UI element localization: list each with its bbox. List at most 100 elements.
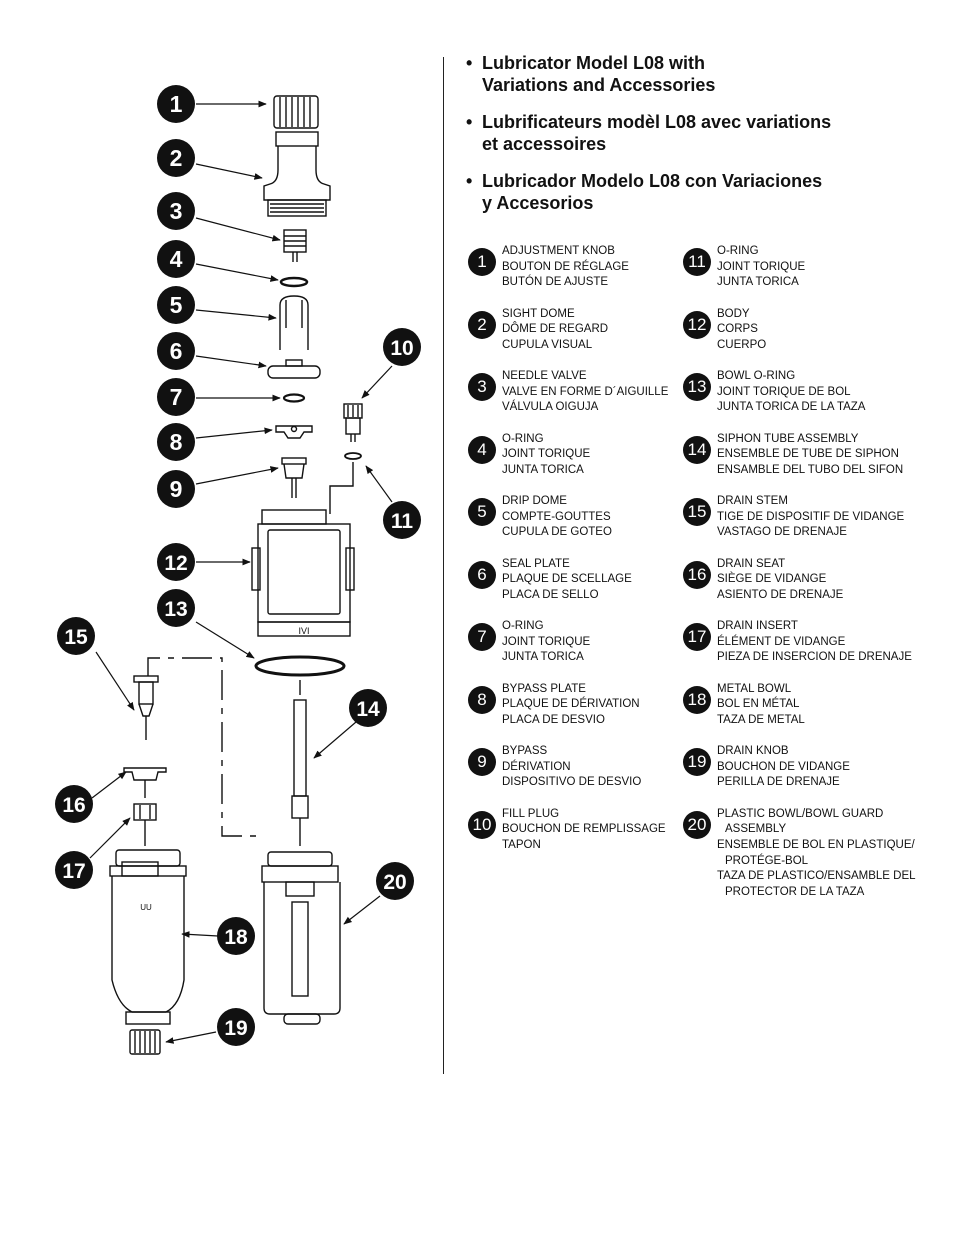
part-description-line: BOUCHON DE REMPLISSAGE <box>502 823 666 836</box>
callout-number: 7 <box>170 384 183 410</box>
callout-circle <box>157 332 195 370</box>
part-drain-knob <box>129 1029 161 1055</box>
callout-circle <box>349 689 387 727</box>
part-description-line: DÉRIVATION <box>502 760 571 773</box>
part-description-line: BODY <box>717 307 750 320</box>
callout-13: 13 <box>157 589 195 627</box>
part-sight-dome <box>263 131 331 217</box>
part-o-ring-7 <box>282 393 306 403</box>
part-number-badge: 5 <box>468 498 496 526</box>
callout-18: 18 <box>217 917 255 955</box>
callout-17: 17 <box>55 851 93 889</box>
part-fill-plug <box>343 403 363 442</box>
part-description-line: PROTÉGE-BOL <box>725 854 809 867</box>
part-description-line: VALVE EN FORME D´AIGUILLE <box>502 385 669 398</box>
part-number-badge: 9 <box>468 748 496 776</box>
exploded-parts-diagram: IVI <box>55 85 421 1055</box>
part-description-line: DRIP DOME <box>502 495 567 507</box>
bullet: • <box>466 112 473 132</box>
part-description-line: BYPASS <box>502 745 548 757</box>
part-description-line: O-RING <box>502 432 544 445</box>
part-number-badge: 16 <box>683 560 711 589</box>
body-mark: IVI <box>298 626 309 636</box>
callout-12: 12 <box>157 543 195 581</box>
callout-4: 4 <box>157 240 195 278</box>
callout-circle <box>157 240 195 278</box>
part-number-badge: 13 <box>683 373 711 401</box>
part-number-badge: 19 <box>683 748 711 776</box>
part-description-line: O-RING <box>717 245 759 257</box>
callout-number: 4 <box>170 246 183 272</box>
callout-number: 10 <box>390 337 413 360</box>
part-description-line: ENSAMBLE DEL TUBO DEL SIFON <box>717 463 904 476</box>
part-number-badge: 14 <box>683 435 711 464</box>
part-description-line: PERILLA DE DRENAJE <box>717 776 840 789</box>
part-description-line: JOINT TORIQUE <box>502 448 591 461</box>
title-line: Lubricator Model L08 with <box>482 53 706 73</box>
bullet: • <box>466 171 473 191</box>
callout-number: 16 <box>62 794 85 817</box>
callout-number: 3 <box>170 198 183 224</box>
part-seal-plate <box>267 359 321 379</box>
callout-number: 9 <box>170 476 183 502</box>
part-bypass-plate <box>275 425 313 439</box>
part-description-line: SIGHT DOME <box>502 307 575 320</box>
part-number-badge: 1 <box>468 248 496 276</box>
callout-2: 2 <box>157 139 195 177</box>
part-description-line: SIÈGE DE VIDANGE <box>717 573 827 586</box>
part-drip-dome <box>279 295 309 350</box>
callout-6: 6 <box>157 332 195 370</box>
callout-circle <box>157 192 195 230</box>
callout-circle <box>157 589 195 627</box>
callout-number: 20 <box>383 871 406 894</box>
title-line: Lubricador Modelo L08 con Variaciones <box>482 171 823 191</box>
title-french: • Lubrificateurs modèl L08 avec variatio… <box>466 111 936 155</box>
part-siphon-tube <box>291 680 309 846</box>
part-number-badge: 18 <box>683 685 711 714</box>
callout-number: 6 <box>170 338 183 364</box>
part-o-ring-11 <box>344 452 362 460</box>
callout-11: 11 <box>383 501 421 539</box>
callout-number: 1 <box>170 91 183 117</box>
part-description-line: TAZA DE METAL <box>717 713 805 726</box>
part-number-badge: 4 <box>468 435 496 464</box>
part-description-line: DRAIN SEAT <box>717 557 786 570</box>
callout-15: 15 <box>57 617 95 655</box>
part-number-badge: 10 <box>468 810 496 839</box>
part-description-line: BYPASS PLATE <box>502 682 586 695</box>
part-o-ring-4 <box>279 276 309 288</box>
part-description-line: JUNTA TORICA DE LA TAZA <box>717 401 866 414</box>
callout-3: 3 <box>157 192 195 230</box>
callout-16: 16 <box>55 785 93 823</box>
title-line: et accessoires <box>482 134 607 154</box>
part-drain-stem <box>133 675 159 740</box>
part-description-line: JOINT TORIQUE <box>502 635 591 648</box>
callout-circle <box>157 423 195 461</box>
bowl-mark: UU <box>140 903 152 912</box>
callout-number: 12 <box>164 552 187 575</box>
part-description-line: PLACA DE SELLO <box>502 588 599 601</box>
part-description-line: TIGE DE DISPOSITIF DE VIDANGE <box>717 510 905 523</box>
part-description-line: DRAIN STEM <box>717 495 788 507</box>
part-description-line: TAPON <box>502 838 541 851</box>
callout-number: 5 <box>170 292 183 318</box>
part-bowl-o-ring <box>254 655 346 677</box>
part-number-badge: 17 <box>683 623 711 651</box>
part-description-line: PLACA DE DESVIO <box>502 713 605 726</box>
callout-number: 15 <box>64 626 88 649</box>
part-description-line: VASTAGO DE DRENAJE <box>717 526 847 539</box>
part-description-line: METAL BOWL <box>717 682 792 695</box>
part-description-line: JOINT TORIQUE DE BOL <box>717 385 851 398</box>
part-description-line: DRAIN INSERT <box>717 620 798 632</box>
callout-circle <box>157 286 195 324</box>
callout-7: 7 <box>157 378 195 416</box>
